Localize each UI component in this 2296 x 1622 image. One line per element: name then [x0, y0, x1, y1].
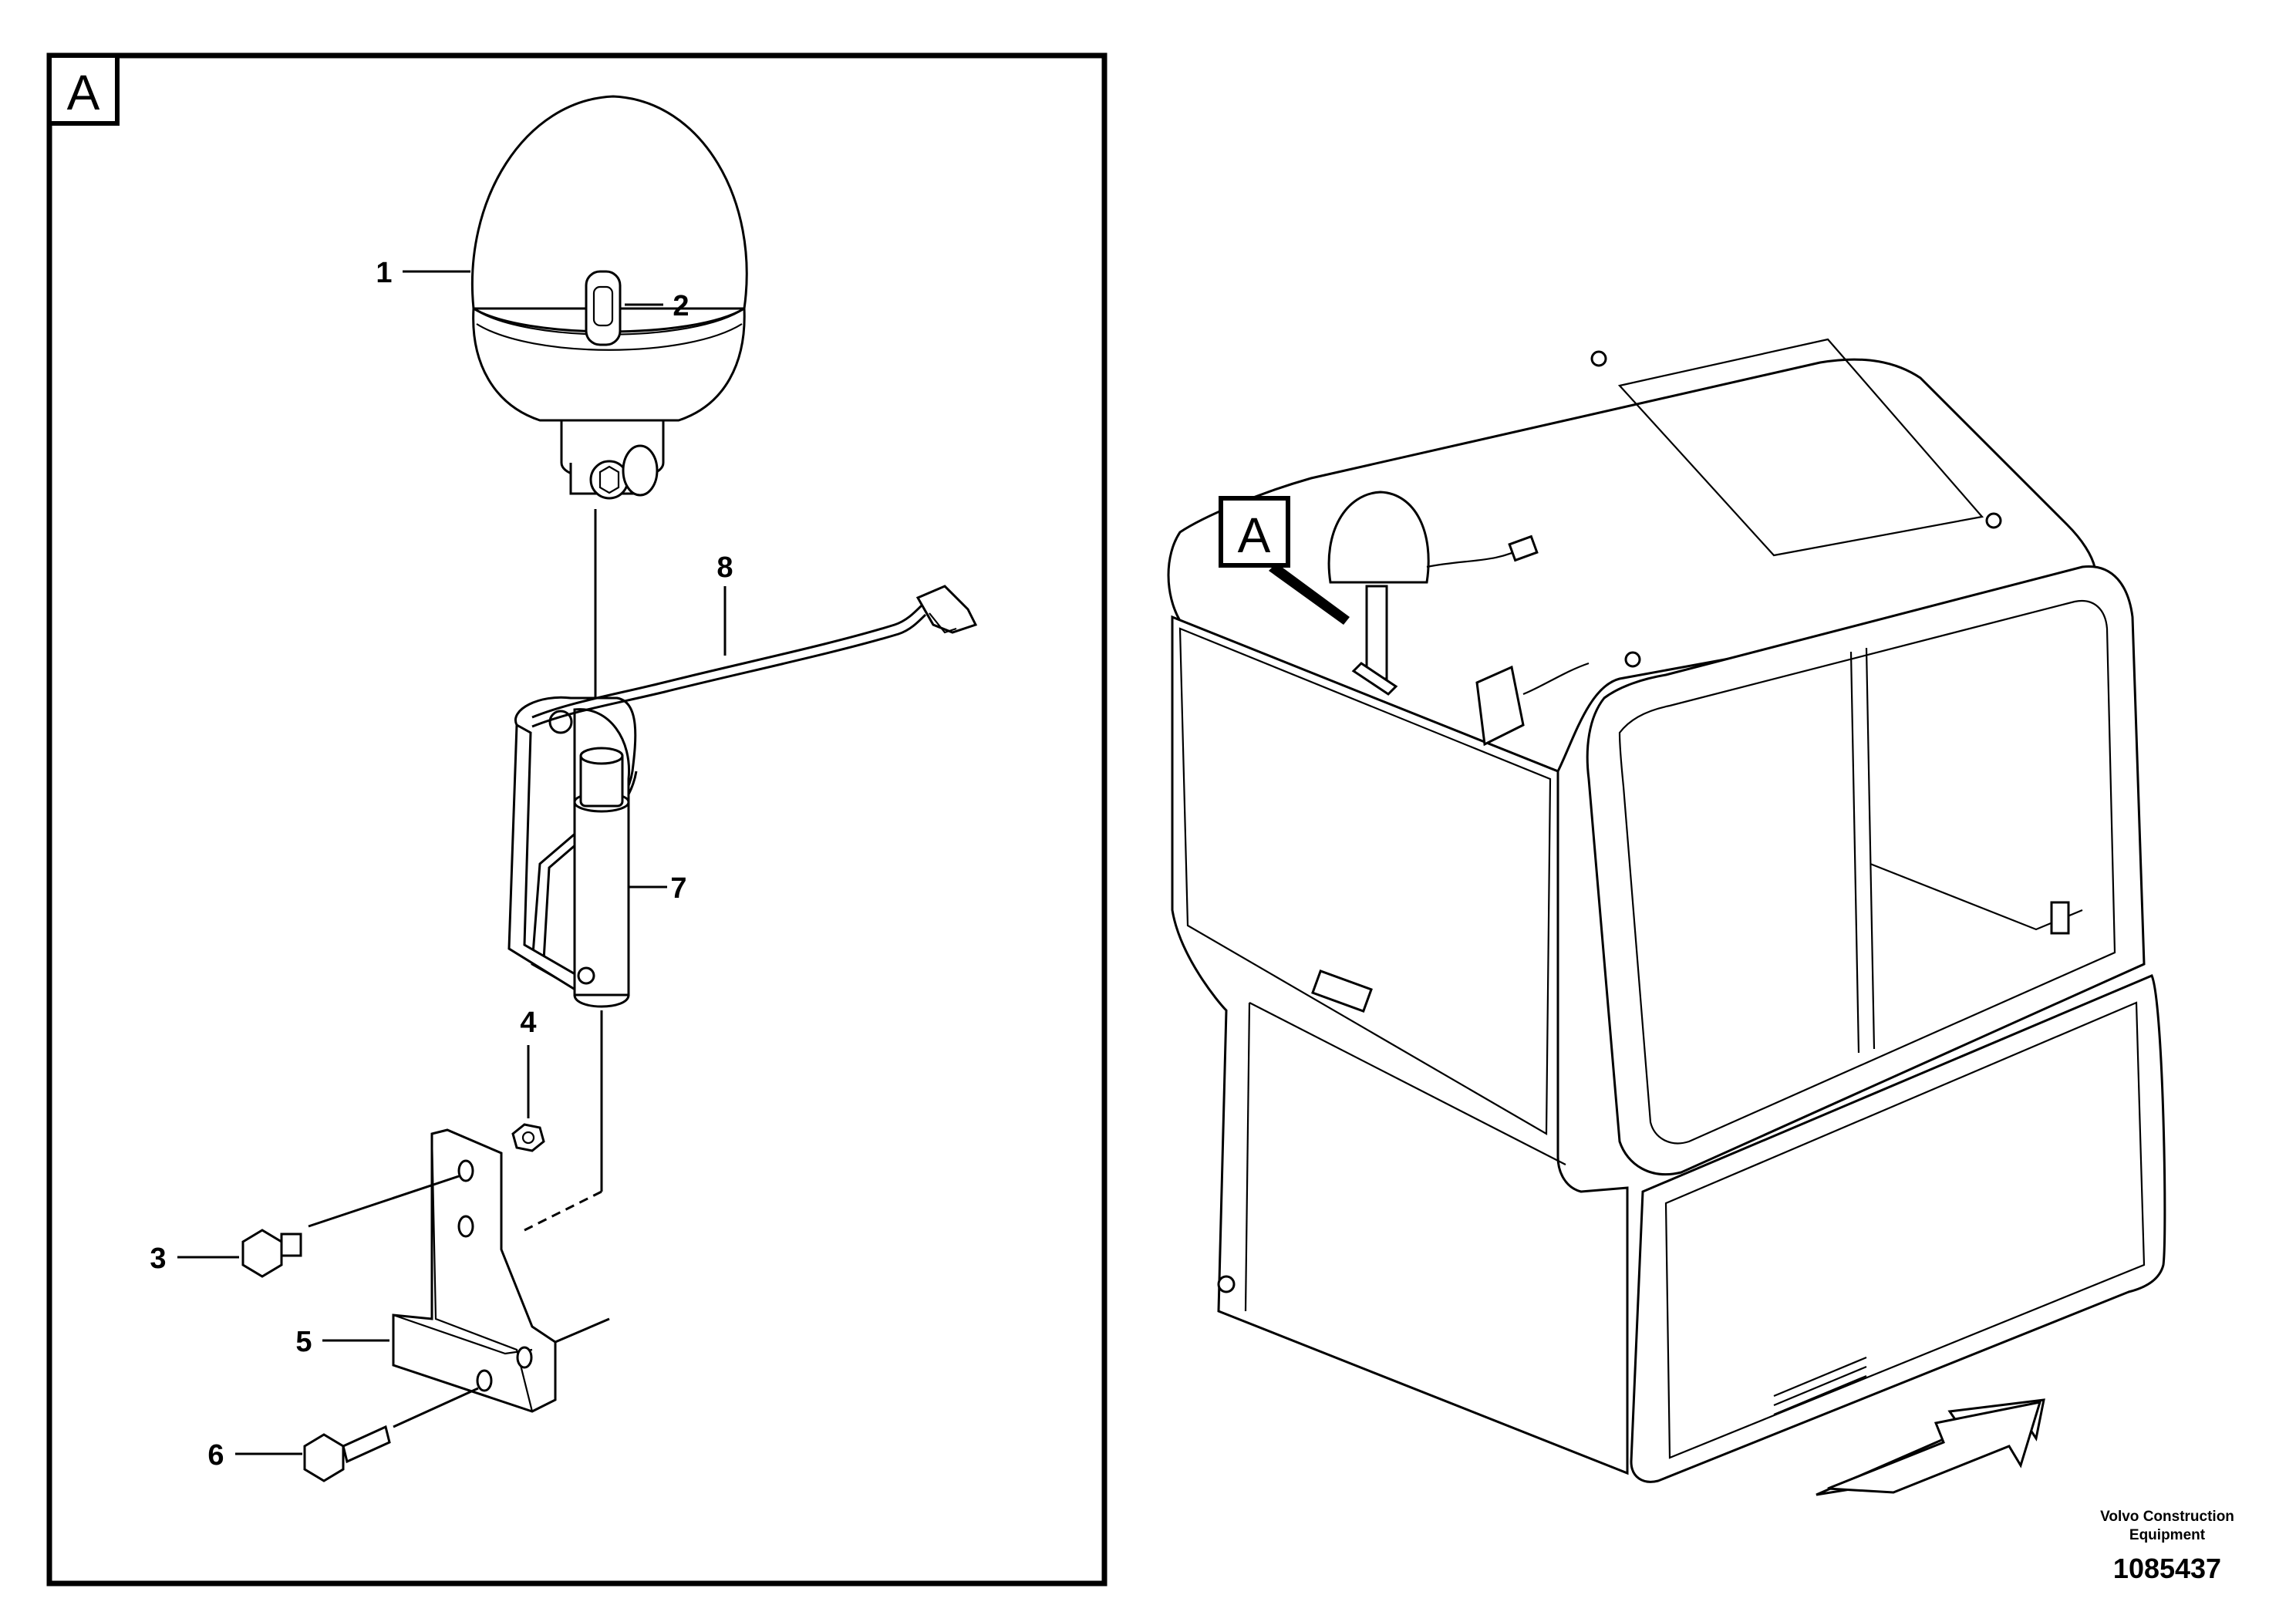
callout-8: 8	[716, 551, 733, 584]
detail-tag-box	[47, 53, 120, 126]
callout-2: 2	[673, 290, 689, 322]
mount-pin-assembly	[507, 509, 978, 1232]
brand-line-2: Equipment	[2129, 1527, 2206, 1543]
cab-overview	[1167, 338, 2166, 1483]
callout-7: 7	[670, 872, 686, 905]
overview-tag-box	[1219, 496, 1290, 568]
overview-tag-letter: A	[1238, 508, 1271, 563]
callout-numbers: 1 2 3 4 5 6 7 8	[150, 257, 733, 1472]
callout-4: 4	[520, 1007, 536, 1039]
callout-1: 1	[376, 257, 392, 289]
brand-line-1: Volvo Construction	[2100, 1509, 2234, 1525]
callout-5: 5	[295, 1326, 312, 1358]
document-number: 1085437	[2113, 1553, 2221, 1584]
footer: Volvo Construction Equipment 1085437	[2100, 1509, 2234, 1584]
beacon-lamp	[471, 95, 748, 500]
detail-tag-letter: A	[67, 65, 100, 120]
bracket-assembly	[241, 1123, 610, 1482]
overview-tag: A	[1219, 496, 1350, 625]
detail-view: A	[46, 52, 1108, 1587]
callout-leaders	[177, 270, 727, 1455]
callout-6: 6	[207, 1439, 224, 1472]
detail-frame	[46, 52, 1108, 1587]
callout-3: 3	[150, 1243, 166, 1275]
